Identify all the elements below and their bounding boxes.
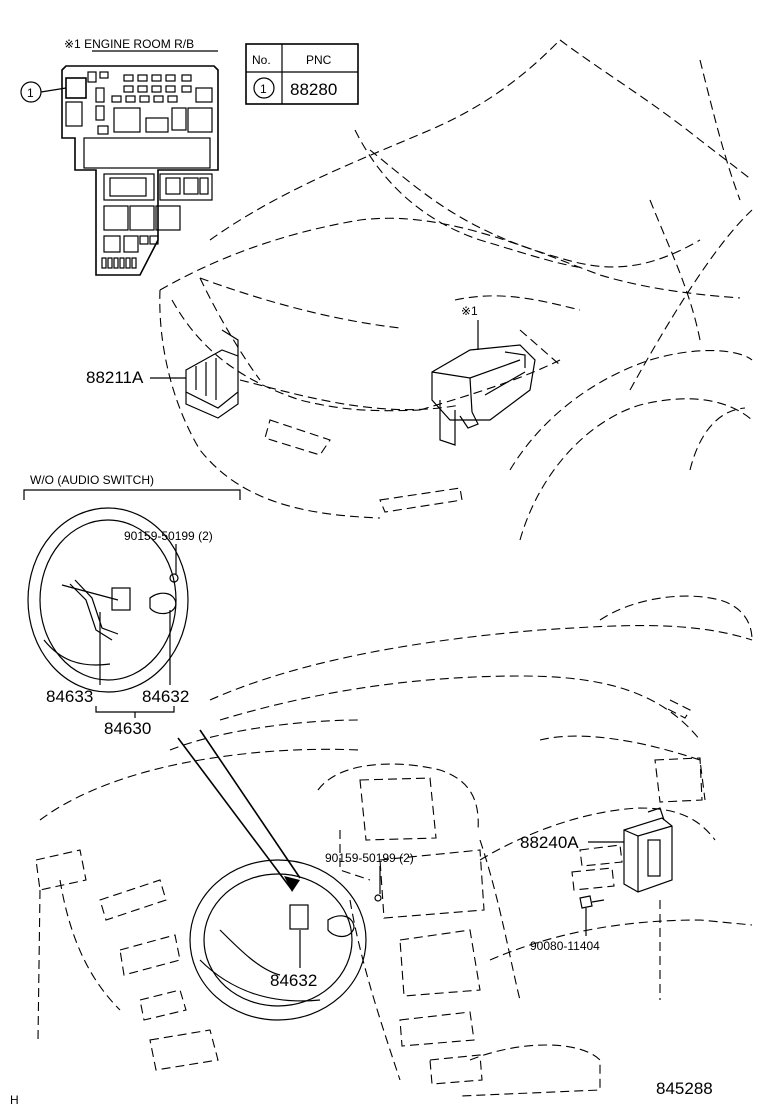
table-row-pnc: 88280: [290, 80, 337, 99]
callout-1-number: 1: [27, 86, 34, 100]
label-84630: 84630: [104, 719, 151, 738]
part-88211A-drawing: 88211A: [86, 329, 239, 419]
vehicle-front-outline: [159, 39, 753, 541]
diagram-id: 845288: [656, 1079, 713, 1098]
label-84632-lower: 84632: [270, 971, 317, 990]
dashboard-outline: [35, 595, 753, 1097]
engine-room-relay-block-88280: ※1: [431, 304, 536, 446]
bolt-lower-label: 90159-50199 (2): [325, 851, 414, 865]
steering-wheel-lower: 84632 90159-50199 (2): [177, 729, 414, 1021]
inset-title: ※1 ENGINE ROOM R/B: [64, 37, 194, 51]
label-84633: 84633: [46, 687, 93, 706]
bolt-upper-label: 90159-50199 (2): [124, 529, 213, 543]
corner-letter: H: [10, 1093, 19, 1107]
table-row-no: 1: [260, 82, 267, 96]
bolt-90080-label: 90080-11404: [530, 939, 600, 953]
table-header-pnc: PNC: [306, 53, 332, 67]
pnc-table: No. PNC 1 88280: [245, 43, 359, 105]
label-84632-upper: 84632: [142, 687, 189, 706]
label-88211A: 88211A: [86, 368, 144, 387]
wo-audio-switch-label: W/O (AUDIO SWITCH): [30, 473, 154, 487]
part-88240A-drawing: 88240A 90080-11404: [520, 807, 673, 953]
fuse-array: [111, 74, 192, 103]
table-row-circle: [253, 77, 275, 99]
label-88240A: 88240A: [520, 833, 579, 852]
star-ref-label: ※1: [461, 304, 478, 318]
table-header-no: No.: [252, 53, 271, 67]
audio-switch-inset: W/O (AUDIO SWITCH) 90159-50199 (2) 84633…: [23, 473, 241, 738]
engine-room-relay-block-inset: ※1 ENGINE ROOM R/B: [20, 37, 219, 276]
